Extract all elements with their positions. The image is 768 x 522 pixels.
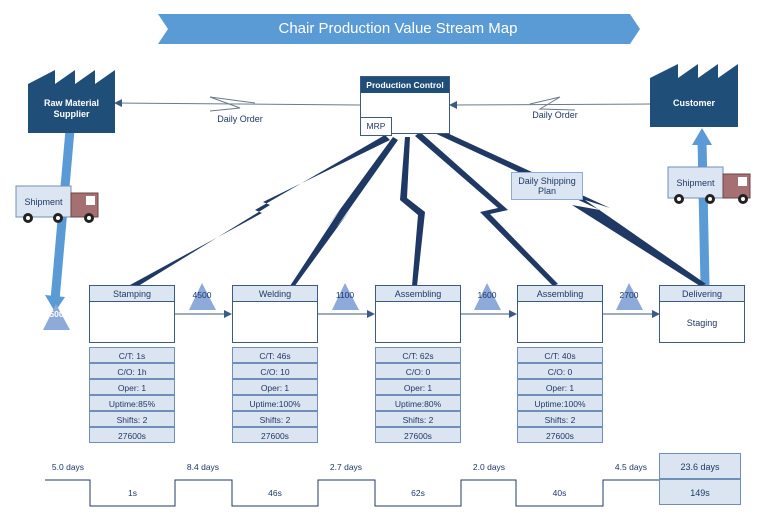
data-box-welding: C/T: 46s C/O: 10 Oper: 1 Uptime:100% Shi…: [232, 347, 318, 445]
page-title: Chair Production Value Stream Map: [278, 20, 518, 37]
data-uptime: Uptime:100%: [517, 395, 603, 411]
data-available-time: 27600s: [232, 427, 318, 443]
shipment-left-label: Shipment: [24, 197, 63, 207]
supplier-label-line1: Raw Material: [43, 98, 100, 108]
data-operators: Oper: 1: [375, 379, 461, 395]
data-changeover: C/O: 1h: [89, 363, 175, 379]
production-control-box: Production Control MRP: [360, 76, 450, 136]
data-shifts: Shifts: 2: [375, 411, 461, 427]
process-name: Welding: [233, 286, 317, 302]
daily-order-arrow-left: [114, 99, 361, 108]
delivering-sub: Staging: [686, 318, 718, 328]
timeline-time-1: 1s: [128, 488, 137, 498]
timeline-time-2: 46s: [268, 488, 282, 498]
process-box-assembling-1: Assembling: [375, 285, 461, 343]
data-available-time: 27600s: [89, 427, 175, 443]
daily-shipping-plan-line1: Daily Shipping: [518, 176, 576, 186]
process-box-welding: Welding: [232, 285, 318, 343]
data-operators: Oper: 1: [89, 379, 175, 395]
data-shifts: Shifts: 2: [232, 411, 318, 427]
supplier-inventory-value: 500: [49, 309, 64, 319]
customer-shipment-arrow: [697, 139, 710, 286]
process-box-delivering: Delivering Staging: [659, 285, 745, 343]
data-operators: Oper: 1: [232, 379, 318, 395]
timeline-line: [45, 479, 659, 507]
data-cycle-time: C/T: 40s: [517, 347, 603, 363]
customer-label: Customer: [672, 98, 715, 108]
inventory-triangle-2: [332, 283, 359, 310]
inventory-value-1: 4500: [192, 290, 212, 300]
timeline-time-4: 40s: [552, 488, 567, 498]
data-box-assembling-1: C/T: 62s C/O: 0 Oper: 1 Uptime:80% Shift…: [375, 347, 461, 445]
timeline-days-1: 5.0 days: [51, 462, 85, 472]
inventory-value-3: 1600: [477, 290, 497, 300]
timeline-total-days: 23.6 days: [659, 453, 741, 479]
data-changeover: C/O: 0: [375, 363, 461, 379]
process-name: Assembling: [518, 286, 602, 302]
lightning-bolt-stamping: [130, 135, 390, 288]
timeline-time-3: 62s: [411, 488, 425, 498]
daily-shipping-plan-box: Daily Shipping Plan: [511, 172, 583, 200]
timeline-days-3: 2.7 days: [329, 462, 363, 472]
inventory-triangle-3: [474, 283, 501, 310]
data-available-time: 27600s: [375, 427, 461, 443]
timeline-total-box: 23.6 days 149s: [659, 453, 741, 505]
data-shifts: Shifts: 2: [517, 411, 603, 427]
mrp-box: MRP: [360, 117, 392, 136]
timeline-days-4: 2.0 days: [472, 462, 506, 472]
lightning-bolt-assembling-2: [415, 132, 558, 286]
inventory-value-4: 2700: [619, 290, 639, 300]
daily-order-right-label: Daily Order: [532, 110, 578, 120]
process-box-assembling-2: Assembling: [517, 285, 603, 343]
data-cycle-time: C/T: 62s: [375, 347, 461, 363]
data-operators: Oper: 1: [517, 379, 603, 395]
process-name: Stamping: [90, 286, 174, 302]
data-available-time: 27600s: [517, 427, 603, 443]
daily-order-left-label: Daily Order: [217, 114, 263, 124]
timeline-days-2: 8.4 days: [186, 462, 220, 472]
process-name: Delivering: [660, 286, 744, 302]
inventory-value-2: 1100: [335, 290, 355, 300]
supplier-label: Raw Material Supplier: [28, 98, 115, 120]
data-shifts: Shifts: 2: [89, 411, 175, 427]
lightning-bolt-welding: [290, 137, 398, 287]
shipment-right-label: Shipment: [676, 178, 715, 188]
supplier-factory-icon: [28, 70, 115, 133]
daily-order-arrow-right: [449, 100, 651, 109]
customer-factory-icon: [650, 64, 738, 127]
process-name: Assembling: [376, 286, 460, 302]
truck-right-icon: [667, 166, 751, 204]
data-uptime: Uptime:80%: [375, 395, 461, 411]
lightning-bolt-delivering: [428, 126, 706, 286]
process-box-stamping: Stamping: [89, 285, 175, 343]
inventory-triangle-1: [189, 283, 216, 310]
production-control-title: Production Control: [361, 77, 449, 93]
inventory-triangle-4: [616, 283, 643, 310]
timeline-days-5: 4.5 days: [614, 462, 648, 472]
timeline-total-time: 149s: [659, 479, 741, 505]
truck-left-icon: [15, 185, 99, 223]
data-changeover: C/O: 10: [232, 363, 318, 379]
data-changeover: C/O: 0: [517, 363, 603, 379]
title-banner: [158, 14, 640, 44]
supplier-label-line2: Supplier: [53, 109, 90, 119]
data-box-assembling-2: C/T: 40s C/O: 0 Oper: 1 Uptime:100% Shif…: [517, 347, 603, 445]
daily-shipping-plan-line2: Plan: [537, 186, 556, 196]
data-box-stamping: C/T: 1s C/O: 1h Oper: 1 Uptime:85% Shift…: [89, 347, 175, 445]
data-cycle-time: C/T: 46s: [232, 347, 318, 363]
data-uptime: Uptime:85%: [89, 395, 175, 411]
data-uptime: Uptime:100%: [232, 395, 318, 411]
data-cycle-time: C/T: 1s: [89, 347, 175, 363]
inventory-triangle-supplier: [43, 304, 70, 330]
lightning-bolt-assembling-1: [400, 137, 425, 286]
